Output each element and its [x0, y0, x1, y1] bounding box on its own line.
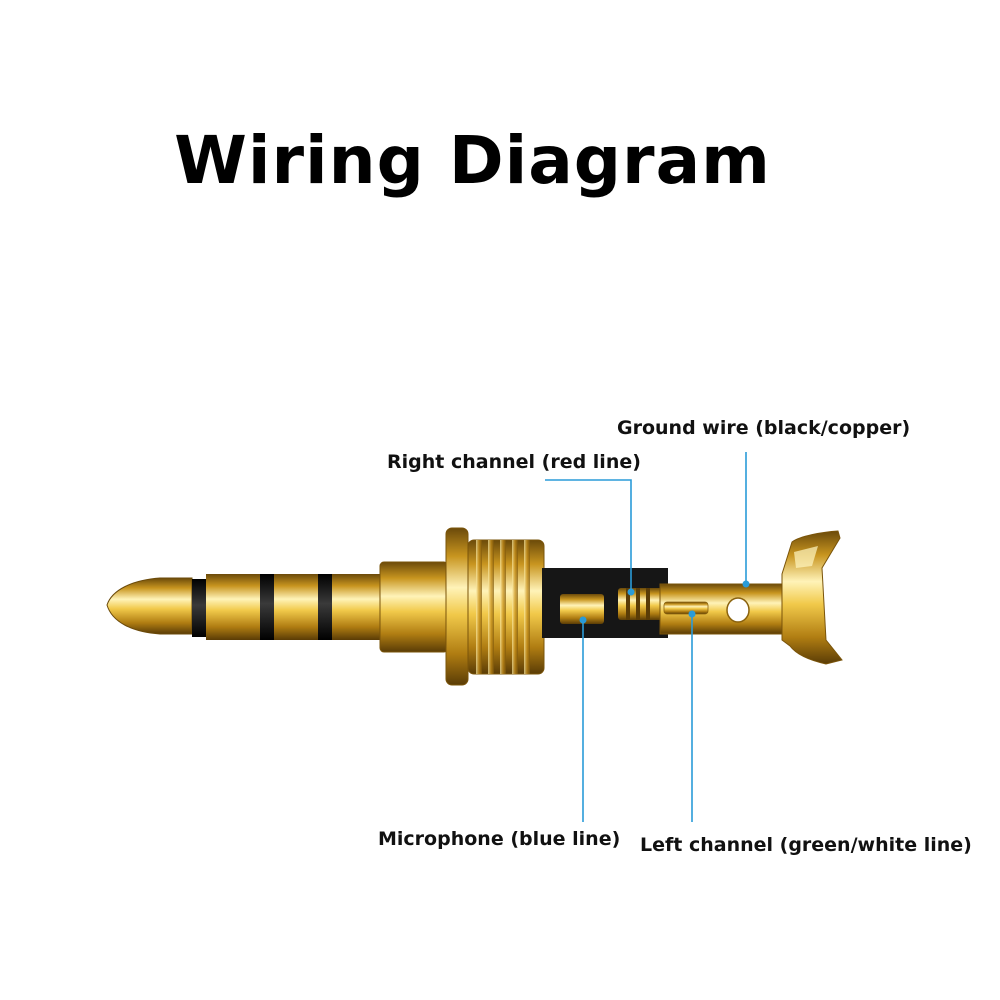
microphone-label: Microphone (blue line) — [378, 828, 621, 850]
thread-section — [467, 539, 545, 675]
leader-dots — [579, 580, 750, 624]
right-channel-label: Right channel (red line) — [387, 451, 641, 473]
insulator-ring-2 — [260, 574, 274, 640]
ground-hole — [726, 597, 750, 623]
mic-solder-lug — [560, 594, 604, 624]
plug-body — [379, 561, 449, 653]
leader-lines — [545, 452, 747, 822]
ground-wire-label: Ground wire (black/copper) — [617, 417, 911, 439]
insulator-ring-3 — [318, 574, 332, 640]
plug-sleeve — [332, 574, 382, 640]
diagram-title: Wiring Diagram — [174, 122, 771, 199]
plug-ring-2 — [274, 574, 318, 640]
right-solder-lug — [618, 588, 664, 620]
plug-ring-1 — [206, 574, 260, 640]
plug-flange — [445, 527, 469, 686]
insulator-ring-1 — [192, 579, 206, 637]
plug-tip — [106, 577, 193, 635]
right-leader — [545, 479, 632, 590]
left-channel-label: Left channel (green/white line) — [640, 834, 972, 856]
